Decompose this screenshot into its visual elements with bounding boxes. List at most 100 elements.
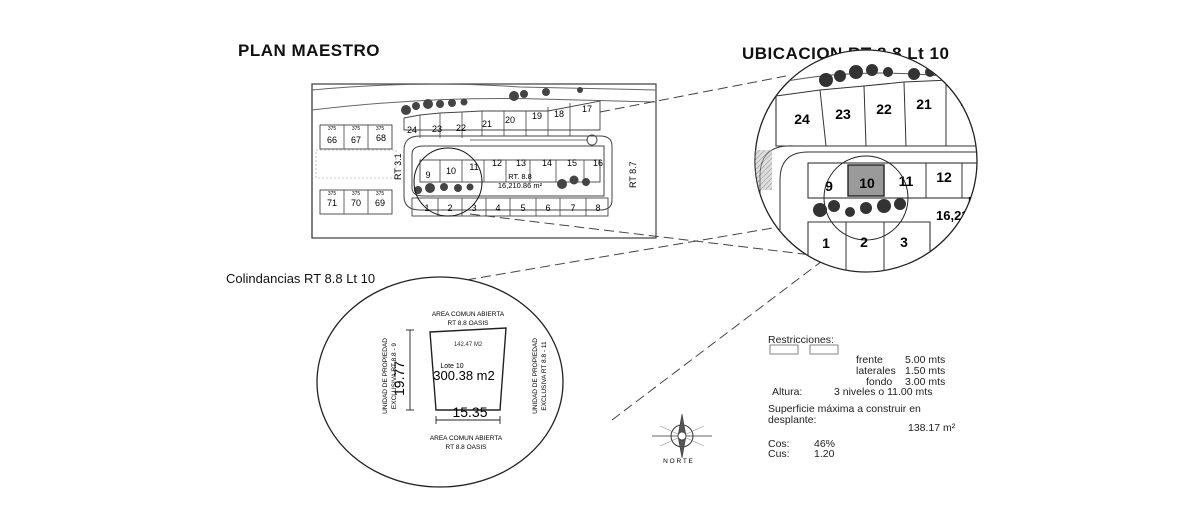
side-label-right: RT 8.7 <box>628 161 638 188</box>
bottom-row-lots: 1 2 3 4 5 6 7 8 <box>411 197 609 217</box>
right-neighbor-line2: EXCLUSIVA RT 8.8 - 11 <box>541 341 548 411</box>
lot-small-area: 142.47 M2 <box>454 342 483 348</box>
cos-value: 46% <box>814 438 836 450</box>
plan-lot-label: 70 <box>351 198 361 208</box>
plan-lot-label: 69 <box>375 198 385 208</box>
fondo-label: fondo <box>866 376 893 388</box>
small-code: 375 <box>328 191 337 197</box>
right-neighbor-line1: UNIDAD DE PROPIEDAD <box>532 338 539 414</box>
plan-lot-label: 5 <box>520 203 525 213</box>
small-code: 375 <box>376 126 385 132</box>
superficie-value: 138.17 m² <box>908 422 956 434</box>
left-neighbor-line2: EXCLUSIVA RT 8.8 - 9 <box>391 343 398 409</box>
small-code: 375 <box>328 126 337 132</box>
plan-lot-label: 11 <box>469 162 478 172</box>
superficie-line2: desplante: <box>768 414 817 426</box>
lot-name: Lote 10 <box>440 363 463 370</box>
zoom-lot-label: 9 <box>825 178 833 194</box>
plan-highlight-circle <box>413 147 483 217</box>
left-neighbor-line1: UNIDAD DE PROPIEDAD <box>382 338 389 414</box>
restricciones-panel: Restricciones: frente 5.00 mts laterales… <box>768 334 988 464</box>
top-neighbor-line2: RT 8.8 OASIS <box>448 320 490 327</box>
restriction-box-2 <box>809 344 839 355</box>
altura-label: Altura: <box>772 386 803 398</box>
plan-lot-label: 22 <box>456 123 466 133</box>
plan-lot-label: 71 <box>327 198 337 208</box>
plan-lot-label: 13 <box>516 158 526 168</box>
cus-value: 1.20 <box>814 448 835 460</box>
plan-lot-label: 67 <box>351 135 361 145</box>
plan-lot-label: 4 <box>495 203 500 213</box>
small-code: 375 <box>352 126 361 132</box>
lot-polygon <box>429 327 507 411</box>
side-label-left: RT 3.1 <box>393 153 403 180</box>
plan-lot-label: 19 <box>532 111 542 121</box>
plan-lot-label: 7 <box>570 203 575 213</box>
plan-lot-label: 8 <box>595 203 600 213</box>
superficie-line1: Superficie máxima a construir en <box>768 403 921 415</box>
zoom-lot-label: 24 <box>794 111 810 127</box>
small-code: 375 <box>376 191 385 197</box>
zoom-lot-label: 1 <box>822 235 830 251</box>
laterales-label: laterales <box>856 365 896 377</box>
plan-lot-label: 18 <box>554 109 564 119</box>
zoom-block-area: 16,21 <box>936 208 969 223</box>
plan-maestro-title: PLAN MAESTRO <box>238 41 380 60</box>
bottom-neighbor-line2: RT 8.8 OASIS <box>446 444 488 451</box>
top-row-lots: 24 23 22 21 20 19 18 17 <box>403 100 601 138</box>
block-area: 16,210.86 m² <box>498 181 543 190</box>
plan-lot-label: 6 <box>545 203 550 213</box>
colindancias-detail: 19.77 15.35 142.47 M2 Lote 10 300.38 m2 … <box>316 276 564 488</box>
plan-lot-label: 1 <box>424 203 429 213</box>
zoom-lot-label: 23 <box>835 106 851 122</box>
restricciones-title: Restricciones: <box>768 334 834 346</box>
plan-lot-label: 16 <box>593 158 603 168</box>
lot-area: 300.38 m2 <box>433 368 494 383</box>
small-code: 375 <box>352 191 361 197</box>
plan-lot-label: 23 <box>432 124 442 134</box>
zoom-detail: 24 23 22 21 1 9 10 11 12 RT <box>754 49 985 273</box>
zoom-lot-label: 10 <box>859 175 875 191</box>
altura-value: 3 niveles o 11.00 mts <box>834 386 933 398</box>
zoom-lot-label: 2 <box>860 234 868 250</box>
zoom-lot-label: 22 <box>876 101 892 117</box>
plan-lot-label: 10 <box>446 166 456 176</box>
colindancias-title: Colindancias RT 8.8 Lt 10 <box>226 271 376 286</box>
restriction-box-1 <box>769 344 799 355</box>
plan-lot-label: 14 <box>542 158 552 168</box>
bottom-neighbor-line1: AREA COMUN ABIERTA <box>430 435 503 442</box>
fondo-value: 3.00 mts <box>905 376 946 388</box>
plan-lot-label: 9 <box>425 170 430 180</box>
dimension-height: 19.77 <box>391 361 407 396</box>
top-neighbor-line1: AREA COMUN ABIERTA <box>432 311 505 318</box>
tree-cluster-top <box>401 87 583 115</box>
plan-lot-label: 20 <box>505 115 515 125</box>
zoom-block-label: RT <box>968 194 985 209</box>
compass-icon <box>652 413 712 459</box>
dimension-width: 15.35 <box>452 404 487 420</box>
highlighted-lot-10 <box>847 164 885 197</box>
cus-label: Cus: <box>768 448 790 460</box>
plan-lot-label: 3 <box>471 203 476 213</box>
plan-lot-label: 2 <box>447 203 452 213</box>
north-label: N O R T E <box>663 458 693 465</box>
zoom-lot-label: 12 <box>936 169 952 185</box>
plan-lot-label: 12 <box>492 158 502 168</box>
zoom-lot-label: 1 <box>960 93 968 109</box>
zoom-lot-label: 3 <box>900 234 908 250</box>
block-label: RT. 8.8 <box>508 172 532 181</box>
frente-label: frente <box>856 354 883 366</box>
plan-lot-label: 68 <box>376 133 386 143</box>
tree-cluster-middle <box>414 175 590 194</box>
dashed-connectors <box>406 75 827 421</box>
plan-lot-label: 21 <box>482 119 492 129</box>
plan-lot-label: 24 <box>407 125 417 135</box>
left-lots: 375 375 375 66 67 68 375 375 375 71 70 6… <box>319 124 393 215</box>
plan-lot-label: 17 <box>582 104 592 114</box>
zoom-lot-label: 21 <box>916 96 932 112</box>
cos-label: Cos: <box>768 438 790 450</box>
laterales-value: 1.50 mts <box>905 365 946 377</box>
plan-lot-label: 15 <box>567 158 577 168</box>
middle-row-lots: 9 10 11 12 13 14 15 16 RT. 8.8 16,210.86… <box>419 158 603 190</box>
